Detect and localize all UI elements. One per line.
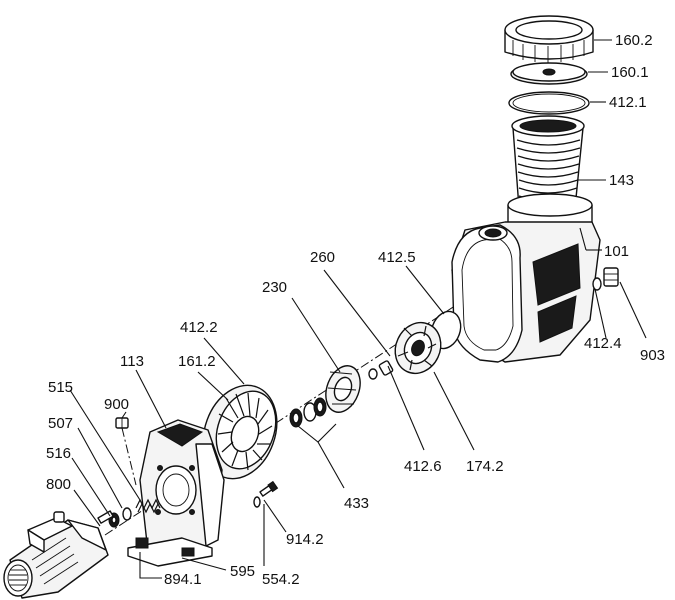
bracket-screw: [115, 417, 129, 429]
label-507: 507: [48, 415, 73, 432]
drain-plug-seal: [592, 277, 602, 291]
screw-and-washer: [253, 480, 279, 508]
label-260: 260: [310, 249, 335, 266]
label-554-2: 554.2: [262, 571, 300, 588]
label-412-6: 412.6: [404, 458, 442, 475]
label-412-4: 412.4: [584, 335, 622, 352]
label-143: 143: [609, 172, 634, 189]
leader-lines: [69, 39, 647, 579]
motor-bracket: [127, 419, 225, 567]
label-412-1: 412.1: [609, 94, 647, 111]
label-160-1: 160.1: [611, 64, 649, 81]
strainer-lid-ring: [504, 15, 594, 63]
electric-motor: [3, 510, 114, 599]
strainer-basket: [511, 115, 585, 215]
pump-housing: [451, 193, 601, 363]
seal-housing-cover: [202, 384, 278, 480]
label-161-2: 161.2: [178, 353, 216, 370]
label-412-2: 412.2: [180, 319, 218, 336]
label-516: 516: [46, 445, 71, 462]
shaft-washer: [122, 507, 132, 521]
label-412-5: 412.5: [378, 249, 416, 266]
impeller-screw: [368, 360, 394, 380]
screw-axis-line: [121, 427, 137, 486]
mechanical-seal: [289, 397, 327, 428]
label-903: 903: [640, 347, 665, 364]
label-174-2: 174.2: [466, 458, 504, 475]
label-433: 433: [344, 495, 369, 512]
label-900: 900: [104, 396, 129, 413]
label-800: 800: [46, 476, 71, 493]
label-230: 230: [262, 279, 287, 296]
label-160-2: 160.2: [615, 32, 653, 49]
label-595: 595: [230, 563, 255, 580]
drain-plug: [603, 267, 619, 287]
label-894-1: 894.1: [164, 571, 202, 588]
diffuser: [394, 321, 442, 375]
label-914-2: 914.2: [286, 531, 324, 548]
label-101: 101: [604, 243, 629, 260]
impeller: [325, 365, 361, 413]
strainer-lid: [510, 62, 588, 85]
label-515: 515: [48, 379, 73, 396]
lid-o-ring: [508, 91, 590, 115]
label-113: 113: [120, 353, 144, 370]
